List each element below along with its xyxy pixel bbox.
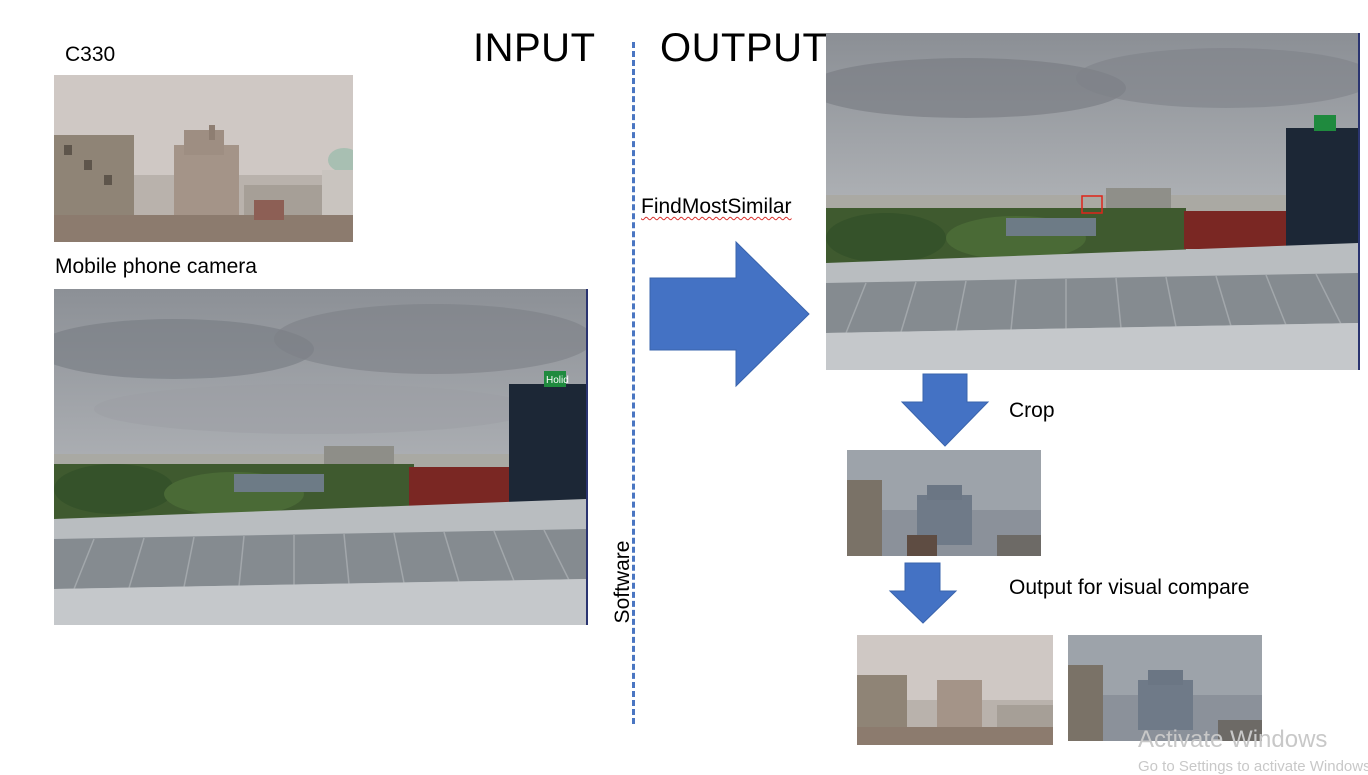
crop-arrow: [900, 373, 990, 447]
crop-label: Crop: [1009, 399, 1055, 422]
cropped-photo: [847, 450, 1041, 556]
c330-label: C330: [65, 43, 116, 66]
output-compare-label: Output for visual compare: [1009, 576, 1250, 599]
hotel-sign-text: Holid: [546, 375, 569, 386]
find-most-similar-arrow: [649, 240, 810, 388]
mobile-camera-photo: Holid: [54, 289, 588, 625]
mobile-camera-label: Mobile phone camera: [55, 255, 257, 278]
activate-windows-subtitle: Go to Settings to activate Windows.: [1138, 758, 1368, 775]
output-header: OUTPUT: [660, 26, 828, 70]
compare-photo-cropped: [1068, 635, 1262, 741]
input-header: INPUT: [473, 26, 596, 70]
match-highlight-box: [1081, 195, 1103, 214]
output-photo: [826, 33, 1360, 370]
compare-arrow: [888, 562, 958, 624]
compare-photo-c330: [857, 635, 1053, 745]
c330-photo: [54, 75, 353, 242]
find-most-similar-label: FindMostSimilar: [641, 195, 792, 218]
software-label: Software: [611, 540, 634, 624]
activate-windows-watermark: Activate Windows: [1138, 726, 1328, 753]
input-output-divider: [632, 42, 635, 724]
